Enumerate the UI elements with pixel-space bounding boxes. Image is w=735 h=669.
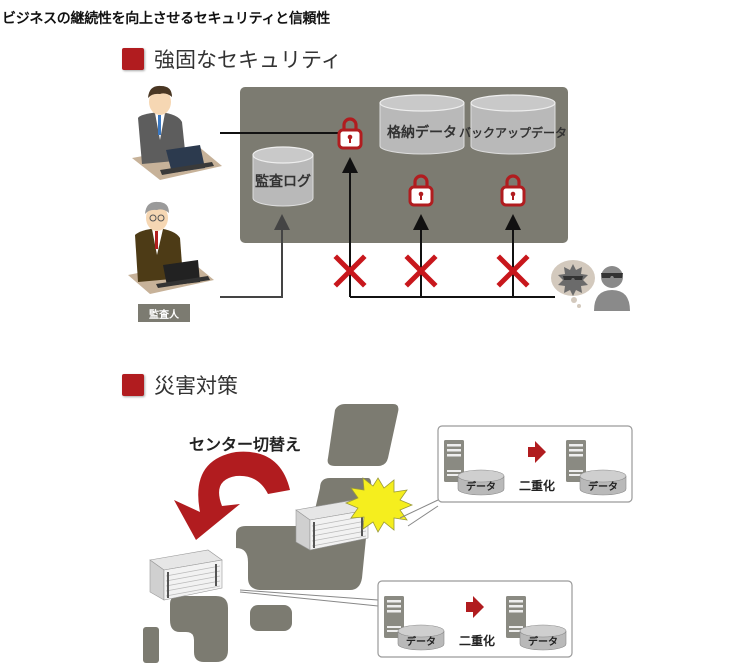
callout-top-action: 二重化 xyxy=(519,478,555,493)
map-hokkaido xyxy=(327,404,399,466)
audit-log-cylinder: 監査ログ xyxy=(252,146,314,207)
section-title-security: 強固なセキュリティ xyxy=(154,48,342,72)
backup-data-label: バックアップデータ xyxy=(459,125,567,140)
map-kyushu xyxy=(170,596,228,662)
callout-top-left-data: データ xyxy=(466,480,496,493)
attacker-icon xyxy=(551,260,630,311)
arrow-right-icon xyxy=(466,596,484,618)
section-header-disaster: 災害対策 xyxy=(122,370,238,400)
auditor-log-line xyxy=(220,214,290,298)
map-shikoku xyxy=(250,605,292,631)
section-title-disaster: 災害対策 xyxy=(154,374,238,398)
callout-leader-top xyxy=(399,499,439,527)
section-marker-icon xyxy=(122,374,144,396)
backup-data-cylinder: バックアップデータ xyxy=(459,94,567,155)
stored-data-cylinder: 格納データ xyxy=(379,94,465,155)
center-switch-arrow-icon xyxy=(174,451,290,540)
section-header-security: 強固なセキュリティ xyxy=(122,44,342,74)
callout-leader-bottom xyxy=(239,589,379,607)
auditor-label: 監査人 xyxy=(149,308,180,321)
callout-bottom-right-data: データ xyxy=(528,635,558,648)
center-switch-label: センター切替え xyxy=(189,435,301,454)
section-marker-icon xyxy=(122,48,144,70)
redundancy-callout-top: データ 二重化 データ xyxy=(437,425,633,503)
employee-illustration xyxy=(132,85,222,180)
auditor-illustration xyxy=(128,201,214,294)
map-okinawa xyxy=(143,627,159,663)
disaster-burst-icon xyxy=(344,477,414,533)
page-title: ビジネスの継続性を向上させるセキュリティと信頼性 xyxy=(2,11,330,27)
callout-bottom-left-data: データ xyxy=(406,635,436,648)
arrow-right-icon xyxy=(528,441,546,463)
audit-log-label: 監査ログ xyxy=(255,173,311,190)
callout-top-right-data: データ xyxy=(588,480,618,493)
stored-data-label: 格納データ xyxy=(387,124,457,141)
callout-bottom-action: 二重化 xyxy=(459,633,495,648)
auditor-label-bg xyxy=(138,304,190,322)
datacenter-building-backup xyxy=(149,549,223,601)
redundancy-callout-bottom: データ 二重化 データ xyxy=(377,580,573,658)
